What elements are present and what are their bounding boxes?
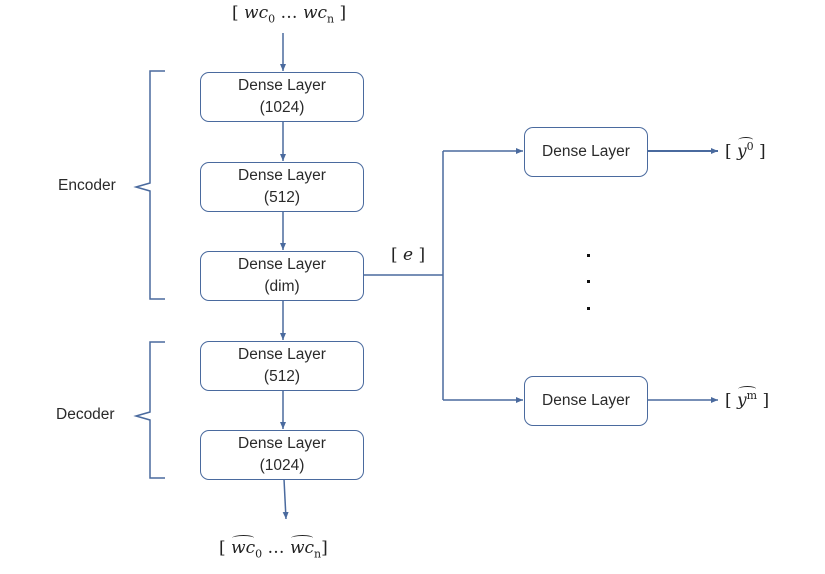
input-vector-label: [ wc0 … wcn ] [232,3,347,26]
layer-size: (512) [263,368,301,385]
layer-size: (dim) [264,278,300,295]
layer-size: (1024) [259,457,305,474]
encoder-brace [133,70,165,300]
decoder-brace [133,341,165,479]
decoder-layer-1024: Dense Layer (1024) [200,430,364,480]
layer-title: Dense Layer [238,346,326,363]
layer-title: Dense Layer [238,256,326,273]
encoder-label: Encoder [58,177,116,194]
ellipsis-dot [587,307,590,310]
encoder-layer-1024: Dense Layer (1024) [200,72,364,122]
encoder-layer-512: Dense Layer (512) [200,162,364,212]
head-layer-m: Dense Layer [524,376,648,426]
layer-size: (512) [263,189,301,206]
ellipsis-dot [587,280,590,283]
head-m-output-label: [ ym ] [725,389,770,411]
embedding-label: [ e ] [391,245,426,265]
layer-title: Dense Layer [542,143,630,160]
decoder-label: Decoder [56,406,115,423]
arrow-layer5-to-output [282,478,289,520]
layer-title: Dense Layer [542,392,630,409]
head-layer-0: Dense Layer [524,127,648,177]
decoder-layer-512: Dense Layer (512) [200,341,364,391]
layer-size: (1024) [259,99,305,116]
layer-title: Dense Layer [238,167,326,184]
output-vector-label: [ wc0 … wcn] [219,538,328,561]
ellipsis-dot [587,254,590,257]
layer-title: Dense Layer [238,435,326,452]
encoder-layer-dim: Dense Layer (dim) [200,251,364,301]
layer-title: Dense Layer [238,77,326,94]
head-0-output-label: [ y0 ] [725,140,766,162]
